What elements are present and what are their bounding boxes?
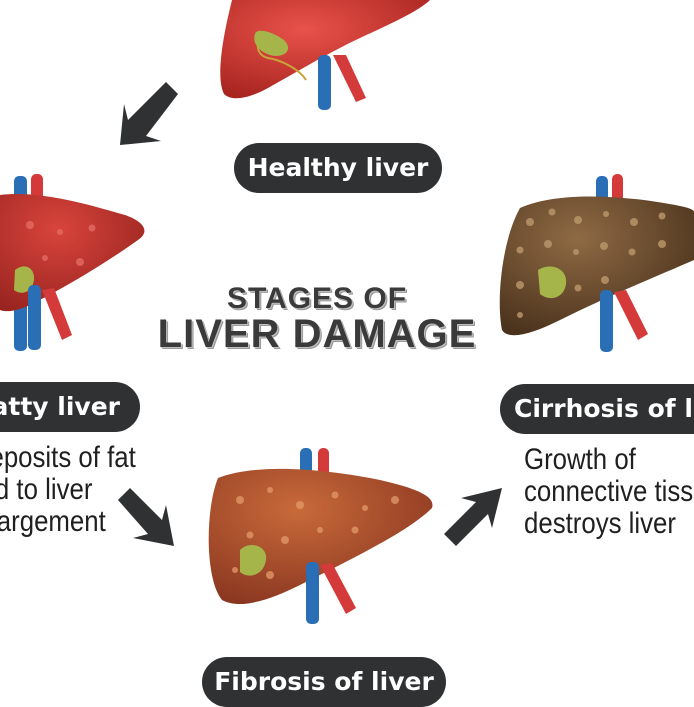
healthy-liver-icon bbox=[220, 0, 430, 110]
cirrhosis-description: Growth of connective tissue destroys liv… bbox=[524, 444, 694, 548]
fibrosis-liver-icon bbox=[208, 448, 433, 624]
cirrhosis-desc-line3: destroys liver bbox=[524, 507, 676, 540]
gallbladder-icon bbox=[254, 30, 289, 56]
cirrhosis-desc-line1: Growth of bbox=[524, 444, 636, 476]
stage-label-cirrhosis: Cirrhosis of liver bbox=[500, 384, 694, 434]
diagram-title-line1: STAGES OF bbox=[226, 282, 408, 315]
diagram-title-line2: LIVER DAMAGE bbox=[157, 312, 477, 356]
stage-label-healthy: Healthy liver bbox=[234, 143, 442, 193]
fatty-desc-line1: Deposits of fat bbox=[0, 442, 136, 474]
vein-icon bbox=[318, 55, 331, 110]
fatty-description: Deposits of fat lead to liver enlargemen… bbox=[0, 442, 136, 546]
fatty-liver-icon bbox=[0, 174, 145, 351]
cirrhosis-desc-line2: connective tissue bbox=[524, 475, 694, 508]
arrow-icon bbox=[444, 488, 502, 546]
fatty-desc-line3: enlargement bbox=[0, 505, 107, 538]
stage-label-fatty-text: Fatty liver bbox=[0, 392, 120, 421]
stage-label-fibrosis: Fibrosis of liver bbox=[202, 657, 446, 707]
fatty-desc-line2: lead to liver bbox=[0, 473, 92, 506]
stage-label-fatty: Fatty liver bbox=[0, 382, 140, 432]
arrow-icon bbox=[118, 488, 174, 546]
arrow-icon bbox=[120, 82, 178, 145]
artery-icon bbox=[333, 55, 366, 102]
stage-label-cirrhosis-text: Cirrhosis of liver bbox=[514, 394, 694, 423]
cirrhosis-liver-icon bbox=[499, 174, 694, 352]
